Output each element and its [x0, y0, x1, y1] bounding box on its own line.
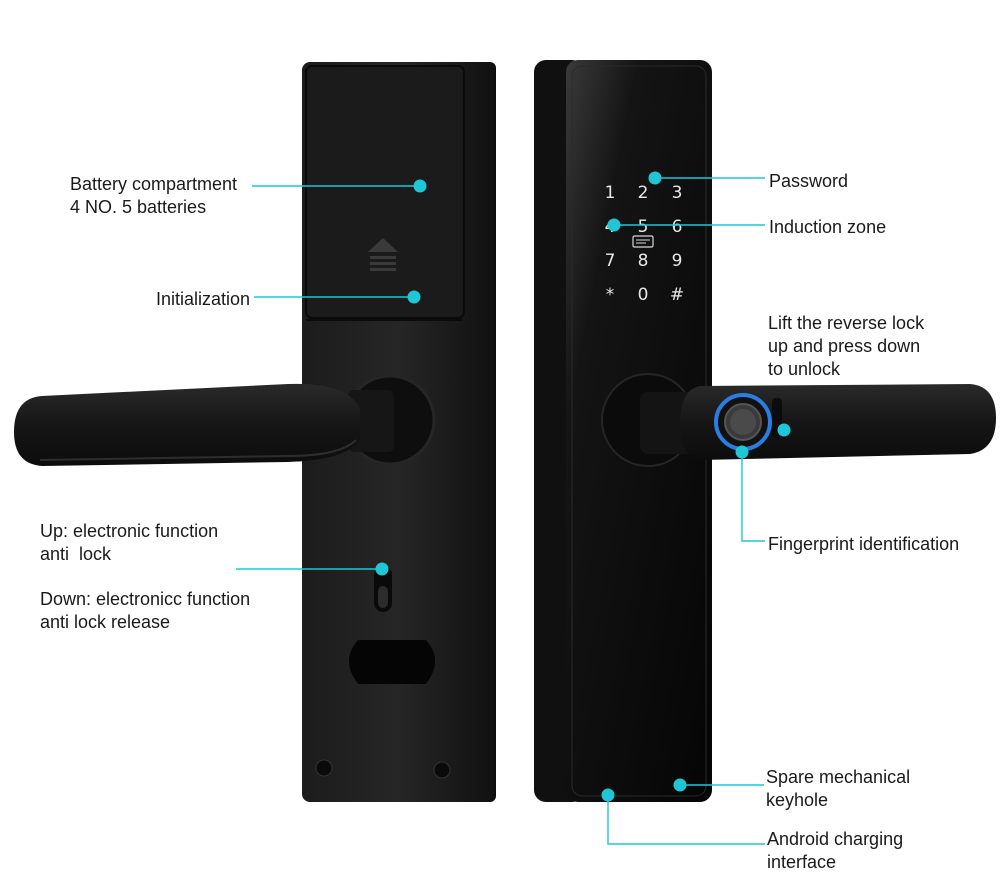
keyhole-label: Spare mechanical keyhole [766, 767, 911, 810]
callout-dot [413, 179, 427, 193]
inner-handle-edge [39, 439, 357, 461]
keypad-key[interactable]: 6 [672, 217, 683, 237]
callout-dot [407, 290, 421, 304]
battery-label-line2: 4 NO. 5 batteries [70, 197, 207, 217]
screw-left [315, 759, 333, 777]
callout-dot [601, 788, 615, 802]
inner-cutout [349, 640, 435, 684]
callout-dot [735, 445, 749, 459]
battery-label: Battery compartment 4 NO. 5 batteries [70, 173, 237, 219]
induction-zone-label: Induction zone [769, 217, 887, 237]
password-label: Password [769, 171, 849, 191]
keypad-key[interactable]: 1 [605, 183, 616, 203]
battery-label-line1: Battery compartment [70, 174, 238, 194]
keypad-key[interactable]: 5 [638, 217, 649, 237]
callout-dots [375, 171, 791, 802]
keypad-key[interactable]: 9 [672, 251, 683, 271]
fingerprint-label: Fingerprint identification [768, 534, 960, 554]
outer-lock-body: 1 2 3 4 5 6 7 8 9 * 0 # [534, 60, 996, 802]
callout-dot [607, 218, 621, 232]
keypad-key[interactable]: 2 [638, 183, 649, 203]
keypad-key[interactable]: 8 [638, 251, 649, 271]
card-icon [632, 235, 654, 248]
reverse-lock-label: Lift the reverse lock up and press down … [768, 313, 925, 379]
anti-lock-slider-knob [378, 586, 388, 608]
keypad-key[interactable]: 7 [605, 251, 616, 271]
anti-lock-down-label: Down: electronicc function anti lock rel… [40, 589, 251, 632]
keypad-key[interactable]: * [606, 285, 615, 305]
eject-arrow-icon [368, 238, 398, 271]
screw-right [433, 761, 451, 779]
inner-handle [14, 383, 360, 466]
callout-dot [648, 171, 662, 185]
keypad-key[interactable]: 0 [638, 285, 649, 305]
keypad-key[interactable]: # [670, 285, 684, 305]
keypad-key[interactable]: 3 [672, 183, 683, 203]
fingerprint-sensor-center [730, 409, 756, 435]
callout-dot [777, 423, 791, 437]
inner-lock-body [14, 62, 496, 802]
battery-cover [305, 65, 465, 319]
callouts [236, 177, 765, 845]
callout-dot [375, 562, 389, 576]
charging-label: Android charging interface [767, 829, 904, 872]
initialization-label: Initialization [156, 289, 251, 309]
anti-lock-up-label: Up: electronic function anti lock [40, 521, 219, 564]
callout-dot [673, 778, 687, 792]
